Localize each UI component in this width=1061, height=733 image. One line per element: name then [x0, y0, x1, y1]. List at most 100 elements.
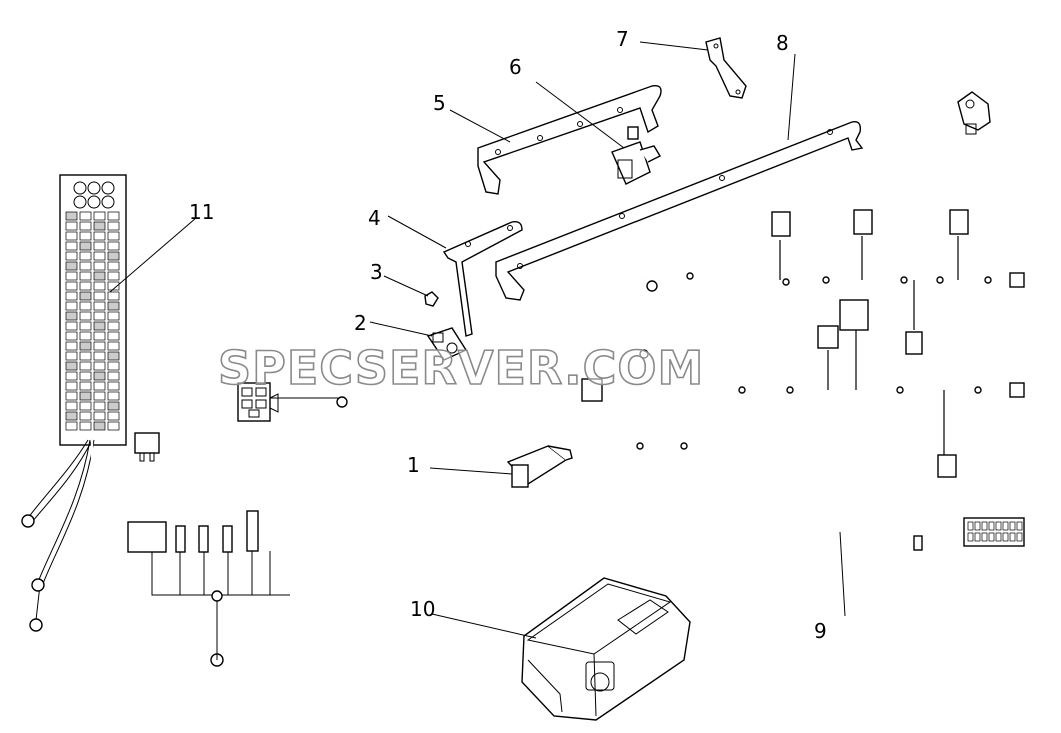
fuse-slot	[79, 221, 92, 231]
ring-terminal-icon	[29, 618, 43, 632]
fuse-slot	[65, 411, 78, 421]
fuse-slot	[107, 311, 120, 321]
fuse-slot	[107, 391, 120, 401]
ecu-pin	[995, 521, 1002, 531]
fuse-slot	[65, 211, 78, 221]
fuse-slot	[107, 261, 120, 271]
ecu-pin	[988, 532, 995, 542]
fuse-slot	[65, 261, 78, 271]
fuse-slot	[79, 211, 92, 221]
ecu-pin	[981, 532, 988, 542]
fuse-slot	[65, 241, 78, 251]
fuse-slot	[93, 401, 106, 411]
fuse-slot	[107, 231, 120, 241]
ecu-pin	[1002, 532, 1009, 542]
sensor-part-1	[429, 445, 573, 488]
fuse-slot	[93, 371, 106, 381]
fuse-slot	[93, 231, 106, 241]
callout-11: 11	[189, 200, 214, 224]
fuse-slot	[107, 301, 120, 311]
fuse-slot	[107, 331, 120, 341]
fuse-slot	[65, 401, 78, 411]
fuse-slot	[65, 421, 78, 431]
fuse-slot	[79, 421, 92, 431]
callout-9: 9	[814, 619, 827, 643]
fuse-slot	[79, 301, 92, 311]
fuse-slot	[79, 321, 92, 331]
fuse-slot	[93, 381, 106, 391]
callout-5: 5	[433, 91, 446, 115]
fuse-slot	[93, 241, 106, 251]
callout-3: 3	[370, 260, 383, 284]
fuse-slot	[79, 351, 92, 361]
fuse-slot	[79, 371, 92, 381]
fuse-slot	[93, 331, 106, 341]
callout-2: 2	[354, 311, 367, 335]
fuse-slot	[107, 411, 120, 421]
fuse-slot	[65, 341, 78, 351]
fuse-slot	[107, 421, 120, 431]
fuse-slot	[79, 271, 92, 281]
fuse-slot	[79, 231, 92, 241]
fuse-slot	[79, 251, 92, 261]
bracket-part-5	[449, 85, 662, 195]
rail-bracket-part-8	[495, 53, 864, 301]
fuse-relay-box	[59, 174, 127, 446]
fuse-slot	[79, 311, 92, 321]
connector-block	[237, 382, 279, 422]
fuse-slot	[65, 351, 78, 361]
fuse-slot	[93, 221, 106, 231]
fuse-slot	[65, 291, 78, 301]
fuse-slot	[65, 391, 78, 401]
fuse-slot	[107, 251, 120, 261]
ground-wires	[21, 439, 95, 632]
ecu-connector-pins	[967, 521, 1023, 542]
ecu-pin	[967, 521, 974, 531]
fuse-slot	[107, 341, 120, 351]
ecu-pin	[995, 532, 1002, 542]
fuse-slot	[93, 321, 106, 331]
fuse-slot	[79, 281, 92, 291]
fuse-slot	[65, 301, 78, 311]
fuse-slot	[65, 361, 78, 371]
ring-terminal-icon	[21, 514, 35, 528]
fuse-slot	[93, 251, 106, 261]
fuse-slot	[107, 351, 120, 361]
fuse-slot	[79, 291, 92, 301]
fuse-slot	[79, 381, 92, 391]
callout-4: 4	[368, 206, 381, 230]
fuse-slot	[65, 321, 78, 331]
fuse-slot	[79, 241, 92, 251]
ecu-pin	[988, 521, 995, 531]
fuse-slot	[93, 361, 106, 371]
fuse-slot	[107, 321, 120, 331]
callout-labels: 1 2 3 4 5 6 7 8 9 10 11	[189, 27, 827, 643]
fuse-slot	[107, 241, 120, 251]
fuse-slot	[107, 371, 120, 381]
ecu-pin	[967, 532, 974, 542]
fuse-slot	[93, 311, 106, 321]
ecu-pin	[1009, 532, 1016, 542]
fuse-slot	[93, 261, 106, 271]
fuse-slot	[107, 291, 120, 301]
callout-8: 8	[776, 31, 789, 55]
fuse-slot	[79, 391, 92, 401]
fuse-slot	[65, 331, 78, 341]
fuse-slot	[65, 271, 78, 281]
fuse-slot	[79, 331, 92, 341]
fuse-slot	[93, 281, 106, 291]
ecu-pin	[1016, 532, 1023, 542]
ecu-pin	[1009, 521, 1016, 531]
connector-part-2	[369, 275, 468, 361]
ecu-pin	[974, 521, 981, 531]
fuse-slot	[93, 211, 106, 221]
fuse-slot	[65, 251, 78, 261]
clip-part	[957, 91, 991, 135]
fuse-rack	[127, 510, 290, 660]
leader-11	[109, 217, 197, 293]
ecu-pin	[1002, 521, 1009, 531]
fuse-slot	[65, 281, 78, 291]
fuse-grid	[65, 211, 120, 431]
ring-terminal-icon	[31, 578, 45, 592]
